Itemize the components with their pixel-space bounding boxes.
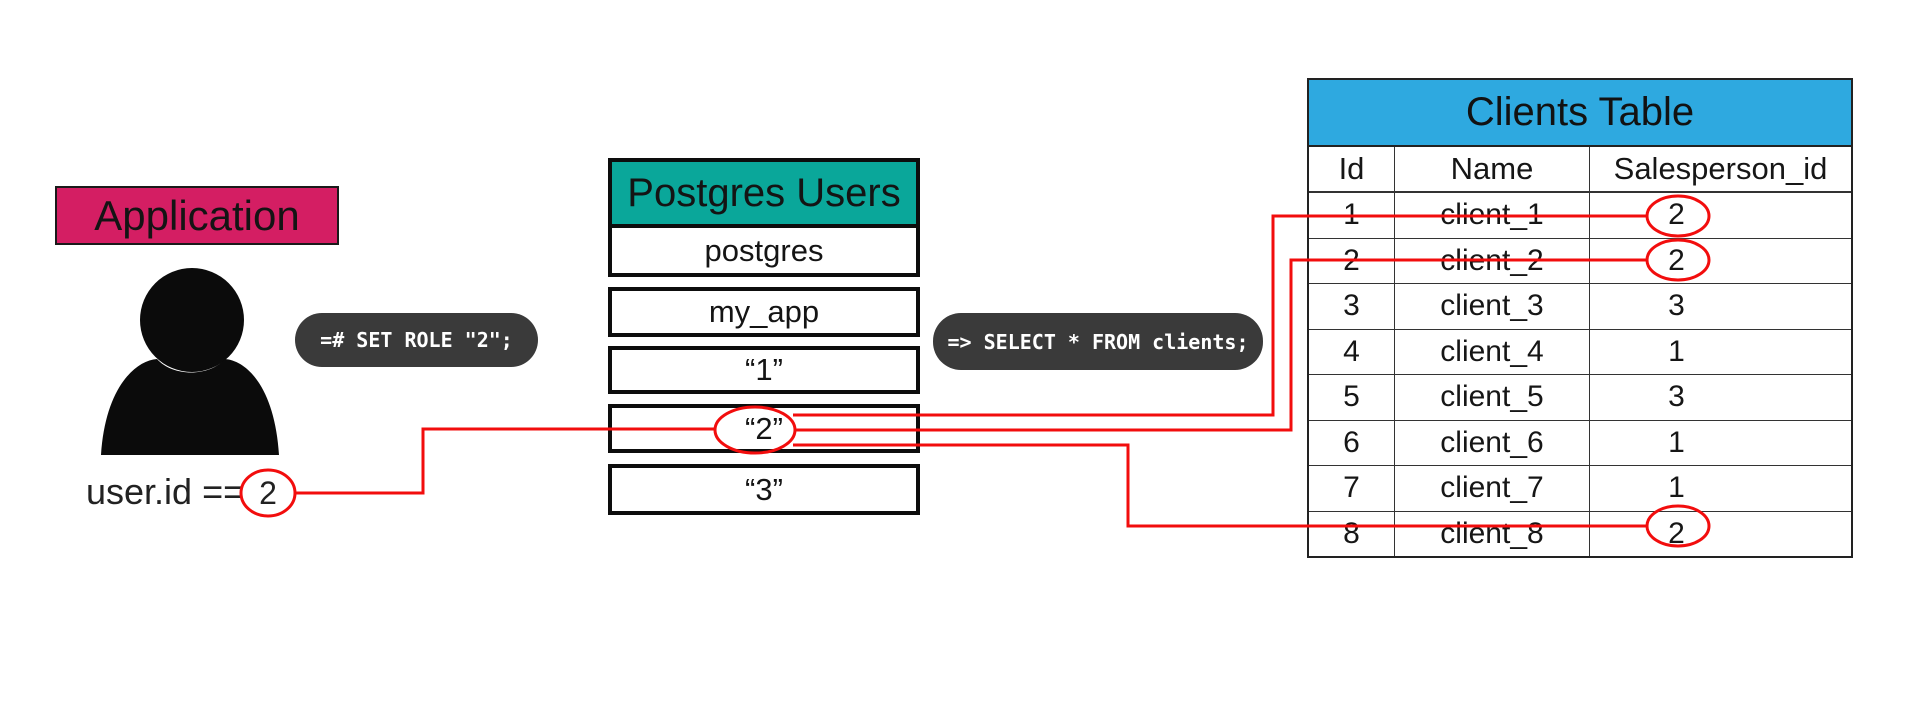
table-cell: 5 <box>1309 375 1395 420</box>
table-cell: 2 <box>1668 198 1685 232</box>
select-clients-command-text: => SELECT * FROM clients; <box>947 329 1249 354</box>
postgres-user-row: “1” <box>608 346 920 394</box>
postgres-user-label: my_app <box>708 294 820 329</box>
user-id-value: 2 <box>259 474 277 511</box>
postgres-user-row: my_app <box>608 287 920 337</box>
table-cell: client_4 <box>1395 329 1590 374</box>
table-cell: 1 <box>1668 425 1685 459</box>
column-header-id: Id <box>1309 147 1395 191</box>
postgres-users-header: Postgres Users <box>608 158 920 228</box>
postgres-user-row: “3” <box>608 464 920 515</box>
clients-table-header-row: Id Name Salesperson_id <box>1309 147 1851 193</box>
table-cell: 3 <box>1309 284 1395 329</box>
table-cell: client_1 <box>1395 193 1590 238</box>
set-role-command-badge: =# SET ROLE "2"; <box>295 313 538 367</box>
table-cell: client_3 <box>1395 284 1590 329</box>
postgres-user-label: “1” <box>745 352 783 387</box>
user-id-expression: user.id == <box>86 471 245 512</box>
postgres-user-row-highlighted: “2” <box>608 404 920 453</box>
table-cell: 4 <box>1309 329 1395 374</box>
table-cell: client_7 <box>1395 466 1590 511</box>
table-cell: 1 <box>1309 193 1395 238</box>
table-cell: 8 <box>1309 511 1395 556</box>
postgres-user-label: “2” <box>745 410 783 446</box>
table-cell: 2 <box>1309 238 1395 283</box>
table-cell: 6 <box>1309 420 1395 465</box>
postgres-users-title: Postgres Users <box>627 170 901 215</box>
table-cell: 1 <box>1668 334 1685 368</box>
table-cell: client_5 <box>1395 375 1590 420</box>
table-cell: client_2 <box>1395 238 1590 283</box>
column-header-name: Name <box>1395 147 1590 191</box>
postgres-user-label: “3” <box>745 471 783 507</box>
postgres-user-row: postgres <box>608 224 920 277</box>
postgres-user-label: postgres <box>704 232 824 268</box>
table-cell: 7 <box>1309 466 1395 511</box>
application-label-text: Application <box>94 191 300 239</box>
person-icon <box>101 268 279 455</box>
table-cell: client_8 <box>1395 511 1590 556</box>
table-cell: client_6 <box>1395 420 1590 465</box>
clients-table-title: Clients Table <box>1309 80 1851 147</box>
application-label: Application <box>55 186 339 245</box>
table-cell: 2 <box>1668 243 1685 277</box>
column-header-salesperson-id: Salesperson_id <box>1613 151 1828 186</box>
table-cell: 3 <box>1668 289 1685 323</box>
table-cell: 2 <box>1668 516 1685 550</box>
select-clients-command-badge: => SELECT * FROM clients; <box>933 313 1263 370</box>
user-person-icon <box>95 263 285 458</box>
table-cell: 1 <box>1668 471 1685 505</box>
table-cell: 3 <box>1668 380 1685 414</box>
set-role-command-text: =# SET ROLE "2"; <box>320 328 513 352</box>
clients-table-title-text: Clients Table <box>1465 90 1695 134</box>
